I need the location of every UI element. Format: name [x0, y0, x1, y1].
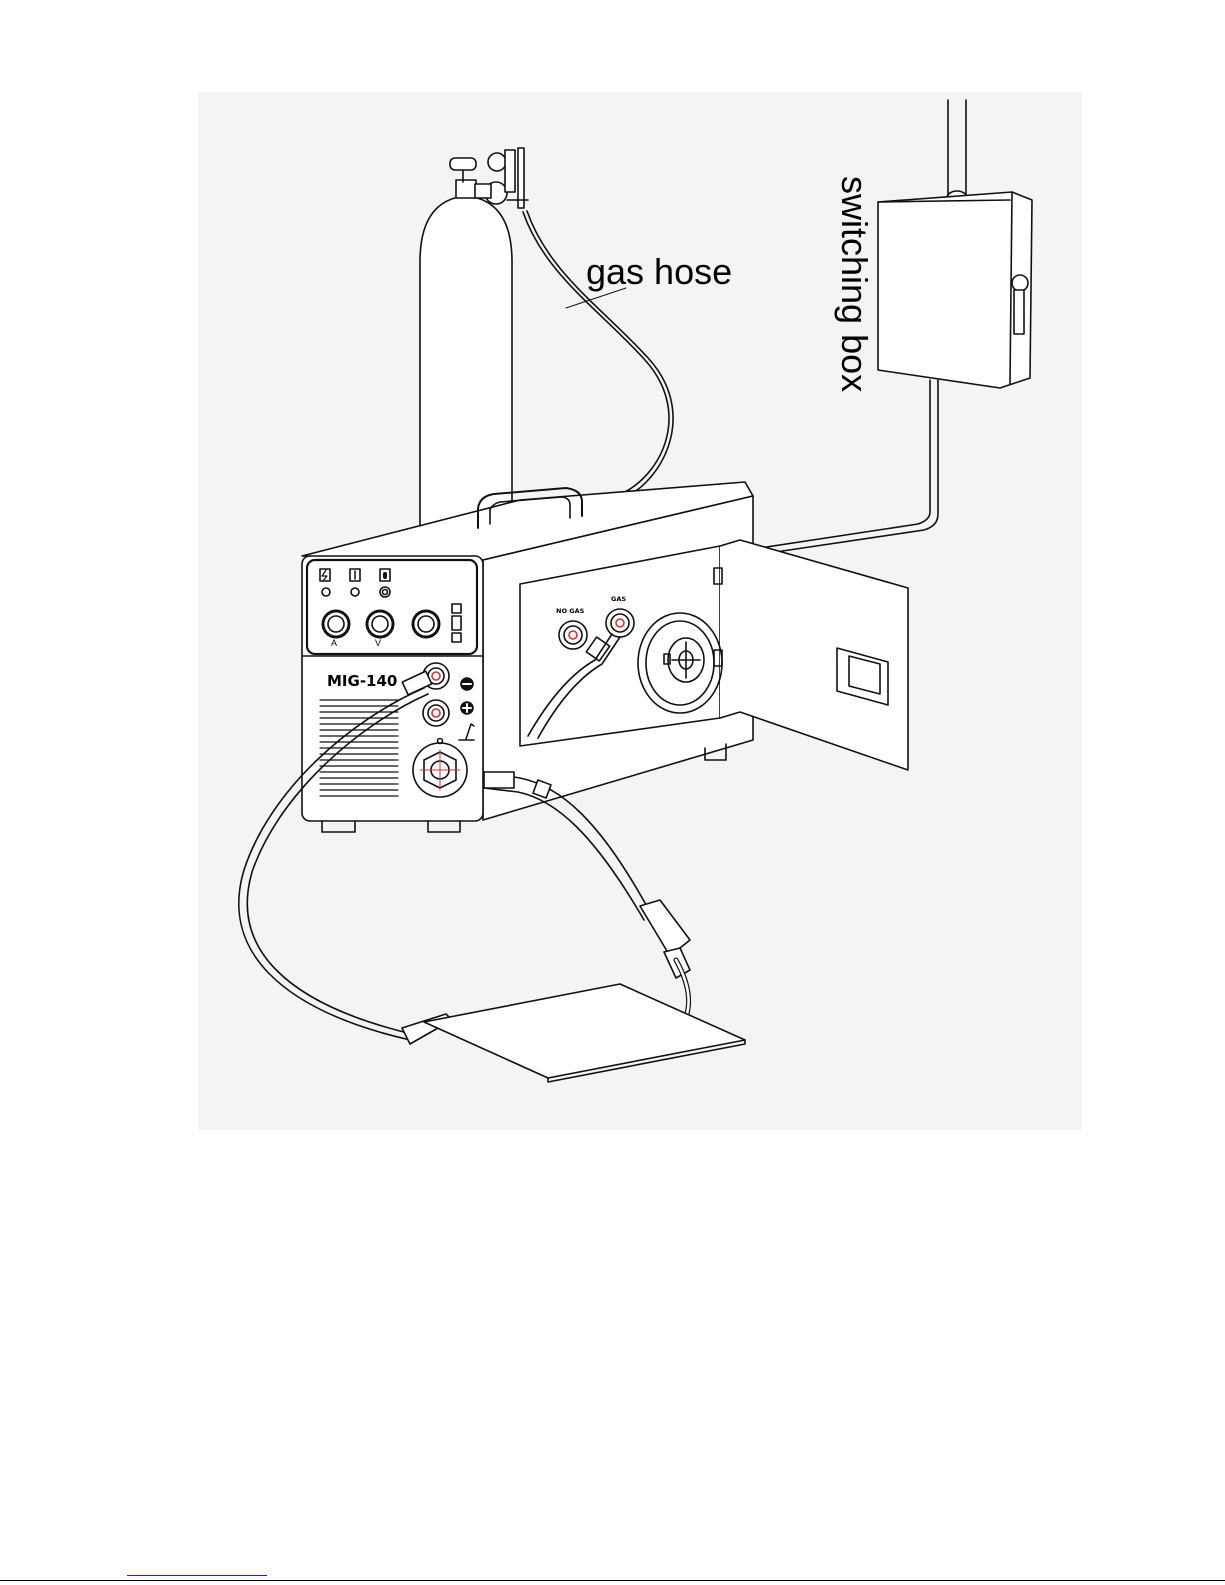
gas-hose-label: gas hose: [586, 251, 732, 292]
no-gas-label: NO GAS: [556, 607, 585, 615]
switching-box-label: switching box: [834, 176, 875, 392]
footer-link-underline: [127, 1575, 267, 1576]
volt-unit-label: V: [375, 638, 381, 648]
model-label: MIG-140: [327, 672, 397, 690]
amp-unit-label: A: [331, 638, 337, 648]
gas-label: GAS: [611, 595, 626, 603]
page-bottom-rule: [0, 1580, 1225, 1581]
